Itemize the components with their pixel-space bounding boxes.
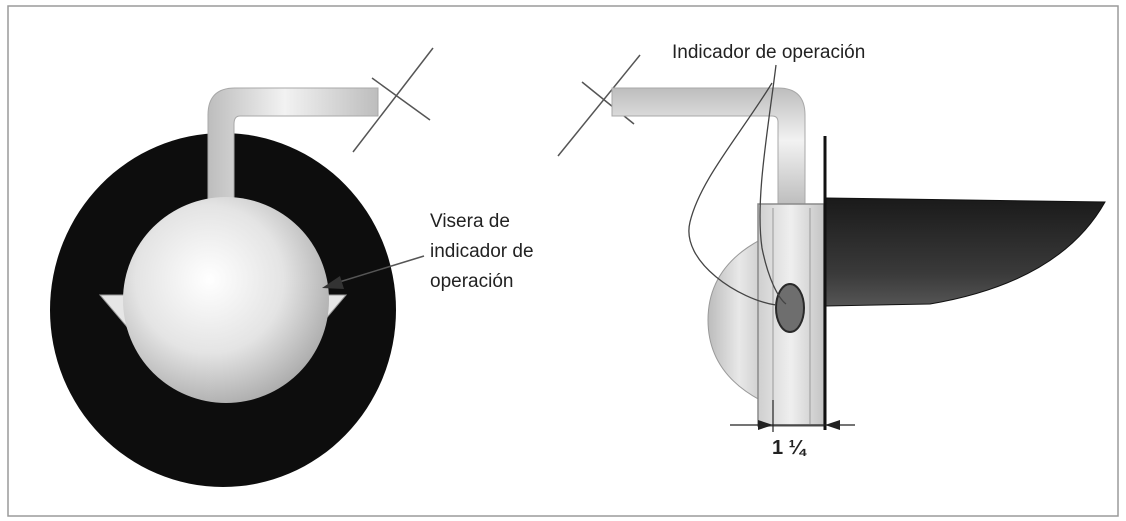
operation-indicator-dot	[775, 283, 805, 333]
dimension-arrow-right	[825, 420, 840, 430]
visor-arrow-head	[322, 276, 344, 289]
indicator-leader-2	[759, 64, 787, 305]
operation-indicator-label: Indicador de operación	[672, 42, 865, 63]
indicator-leader-1	[688, 82, 777, 306]
dimension-arrow-left	[758, 420, 773, 430]
break-mark-3	[557, 54, 641, 157]
side-view: 1 ¼	[557, 54, 1106, 459]
glass-bulb	[123, 197, 329, 403]
visor-label: Visera de indicador de operación	[322, 211, 534, 292]
break-mark-2	[371, 77, 431, 121]
deflector-side	[825, 197, 1106, 307]
break-mark-1	[352, 47, 434, 153]
visor-label-line3: operación	[430, 271, 513, 292]
visor-label-line1: Visera de	[430, 211, 510, 232]
visor-leader-line	[335, 255, 425, 284]
break-mark-4	[581, 81, 635, 125]
front-view	[50, 47, 434, 487]
visor-label-line2: indicador de	[430, 241, 534, 262]
dimension-label: 1 ¼	[772, 437, 808, 459]
